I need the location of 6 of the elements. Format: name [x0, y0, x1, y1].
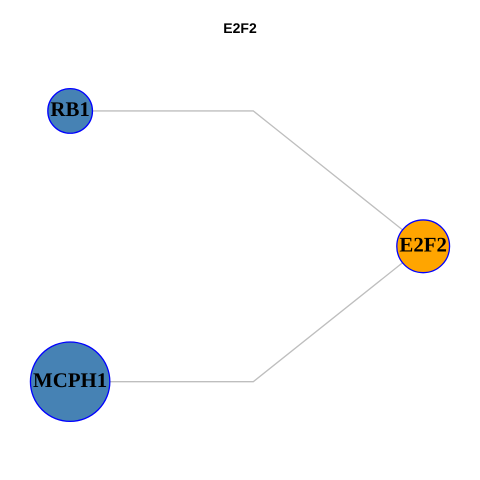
- node-circle: MCPH1: [30, 341, 110, 422]
- node-circle: E2F2: [396, 219, 450, 274]
- diagram-title: E2F2: [223, 20, 257, 36]
- connector: [92, 110, 403, 230]
- connector: [110, 262, 403, 382]
- node-circle: RB1: [47, 88, 94, 134]
